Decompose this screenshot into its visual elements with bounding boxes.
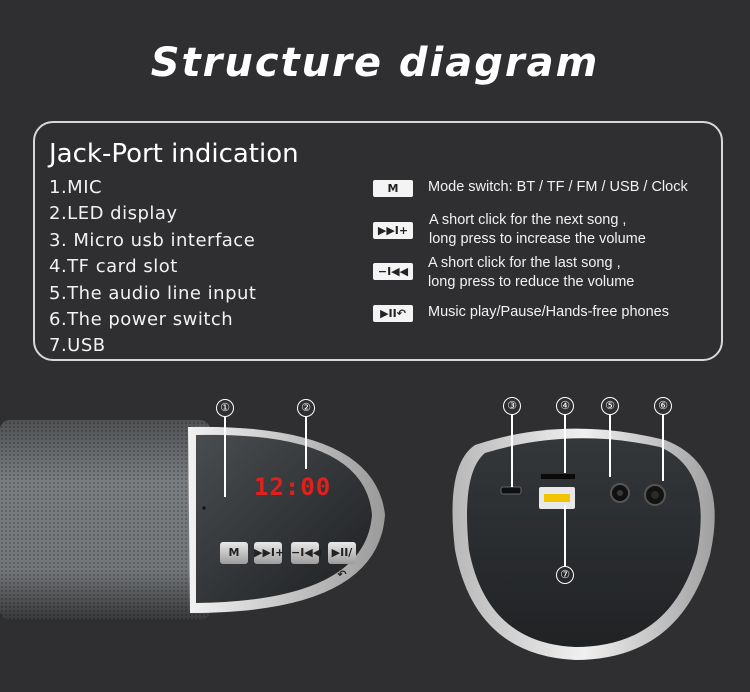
play-pause-phone-icon: ▶II↶ xyxy=(373,305,413,322)
speaker-play-button: ▶II/↶ xyxy=(328,542,356,581)
jack-port-panel: Jack-Port indication 1.MIC 2.LED display… xyxy=(33,121,723,361)
next-volume-up-icon: ▶▶I+ xyxy=(373,222,413,239)
page-title: Structure diagram xyxy=(150,40,600,86)
micro-usb-port xyxy=(500,486,522,495)
port-item-usb: 7.USB xyxy=(49,335,106,356)
port-item-tf-card: 4.TF card slot xyxy=(49,256,178,277)
callout-6-line xyxy=(662,415,664,481)
next-description: A short click for the next song , long p… xyxy=(429,211,646,249)
next-desc-line1: A short click for the next song , xyxy=(429,212,627,228)
callout-5: ⑤ xyxy=(601,397,619,415)
tf-card-slot xyxy=(541,474,575,479)
speaker-end-illustration xyxy=(452,428,715,660)
play-desc-line1: Music play/Pause/Hands-free phones xyxy=(428,304,669,320)
panel-heading: Jack-Port indication xyxy=(49,139,299,169)
mode-desc-line1: Mode switch: BT / TF / FM / USB / Clock xyxy=(428,179,688,195)
play-description: Music play/Pause/Hands-free phones xyxy=(428,303,669,322)
prev-description: A short click for the last song , long p… xyxy=(428,254,634,292)
port-item-power-switch: 6.The power switch xyxy=(49,309,234,330)
speaker-prev-button: −I◀◀ xyxy=(291,542,321,564)
callout-7: ⑦ xyxy=(556,566,574,584)
callout-4-line xyxy=(564,415,566,473)
callout-2-line xyxy=(305,417,307,469)
mode-description: Mode switch: BT / TF / FM / USB / Clock xyxy=(428,178,688,197)
speaker-next-button: ▶▶I+ xyxy=(254,542,284,564)
callout-2: ② xyxy=(297,399,315,417)
callout-6: ⑥ xyxy=(654,397,672,415)
port-item-mic: 1.MIC xyxy=(49,177,103,198)
speaker-mode-button: M xyxy=(220,542,248,564)
callout-7-line xyxy=(564,505,566,566)
speaker-bar-illustration xyxy=(0,420,385,620)
callout-3: ③ xyxy=(503,397,521,415)
prev-volume-down-icon: −I◀◀ xyxy=(373,263,413,280)
mode-icon: M xyxy=(373,180,413,197)
led-display: 12:00 xyxy=(254,473,332,501)
port-item-audio-line: 5.The audio line input xyxy=(49,283,257,304)
next-desc-line2: long press to increase the volume xyxy=(429,231,646,247)
port-item-micro-usb: 3. Micro usb interface xyxy=(49,230,256,251)
callout-4: ④ xyxy=(556,397,574,415)
callout-1-line xyxy=(224,417,226,497)
callout-5-line xyxy=(609,415,611,477)
port-item-led: 2.LED display xyxy=(49,203,178,224)
mic-hole xyxy=(202,506,206,510)
callout-1: ① xyxy=(216,399,234,417)
prev-desc-line1: A short click for the last song , xyxy=(428,255,621,271)
prev-desc-line2: long press to reduce the volume xyxy=(428,274,635,290)
callout-3-line xyxy=(511,415,513,487)
